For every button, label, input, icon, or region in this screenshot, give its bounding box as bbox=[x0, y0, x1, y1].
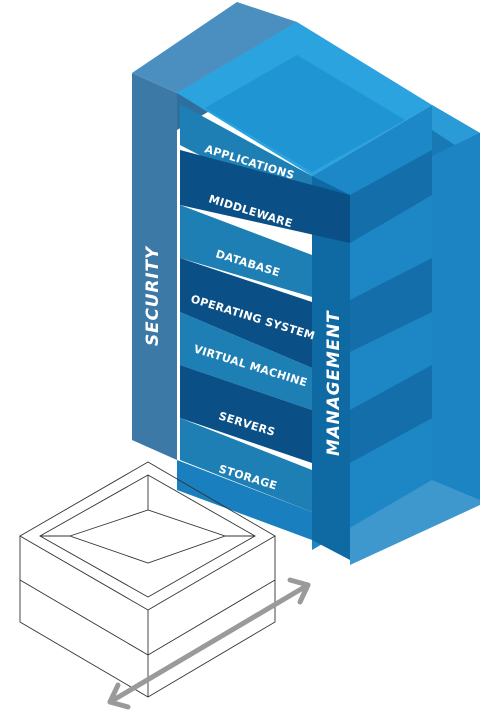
tier-servers bbox=[180, 365, 312, 463]
management-pillar-front bbox=[312, 176, 350, 560]
stack-top-cap-inner bbox=[205, 55, 405, 172]
arrow-head-right bbox=[287, 577, 311, 605]
security-pillar-front bbox=[132, 73, 177, 460]
management-label: MANAGEMENT bbox=[324, 310, 344, 456]
stack-right-top bbox=[432, 105, 480, 145]
tier-operating-system bbox=[180, 258, 312, 368]
management-pillar-side bbox=[350, 133, 480, 565]
arrow-head-left bbox=[107, 682, 131, 710]
tier-shade-3 bbox=[350, 365, 432, 463]
tier-virtual-machine bbox=[180, 312, 312, 410]
tier-storage-base bbox=[177, 460, 312, 540]
layer-tiers bbox=[177, 104, 432, 540]
security-pillar-top bbox=[132, 2, 297, 93]
tier-middleware bbox=[180, 150, 350, 243]
wireframe-box bbox=[19, 461, 276, 698]
arrow-shaft bbox=[107, 582, 311, 705]
security-label: SECURITY bbox=[143, 245, 163, 346]
tier-shade-2 bbox=[350, 258, 432, 352]
scale-arrow bbox=[107, 577, 311, 710]
tier-storage bbox=[180, 418, 312, 512]
tier-shade-1 bbox=[350, 150, 432, 243]
tier-database bbox=[180, 205, 312, 297]
